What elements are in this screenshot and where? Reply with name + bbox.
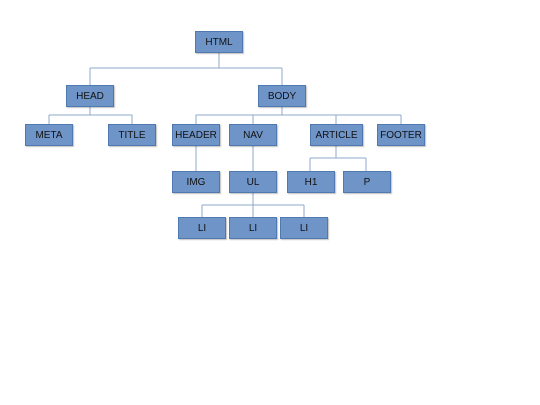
node-li: LI <box>178 217 226 239</box>
node-body: BODY <box>258 85 306 107</box>
node-meta: META <box>25 124 73 146</box>
node-li: LI <box>280 217 328 239</box>
node-img: IMG <box>172 171 220 193</box>
node-p: P <box>343 171 391 193</box>
edge-html-children <box>89 53 283 85</box>
node-nav: NAV <box>229 124 277 146</box>
node-footer: FOOTER <box>377 124 425 146</box>
node-ul: UL <box>229 171 277 193</box>
node-html: HTML <box>195 31 243 53</box>
edge-ul-children <box>201 193 305 217</box>
edge-head-children <box>48 107 133 124</box>
edge-body-children <box>195 107 402 124</box>
node-header: HEADER <box>172 124 220 146</box>
node-head: HEAD <box>66 85 114 107</box>
node-h1: H1 <box>287 171 335 193</box>
node-article: ARTICLE <box>310 124 363 146</box>
node-title: TITLE <box>108 124 156 146</box>
node-li: LI <box>229 217 277 239</box>
edge-article-children <box>309 146 367 171</box>
